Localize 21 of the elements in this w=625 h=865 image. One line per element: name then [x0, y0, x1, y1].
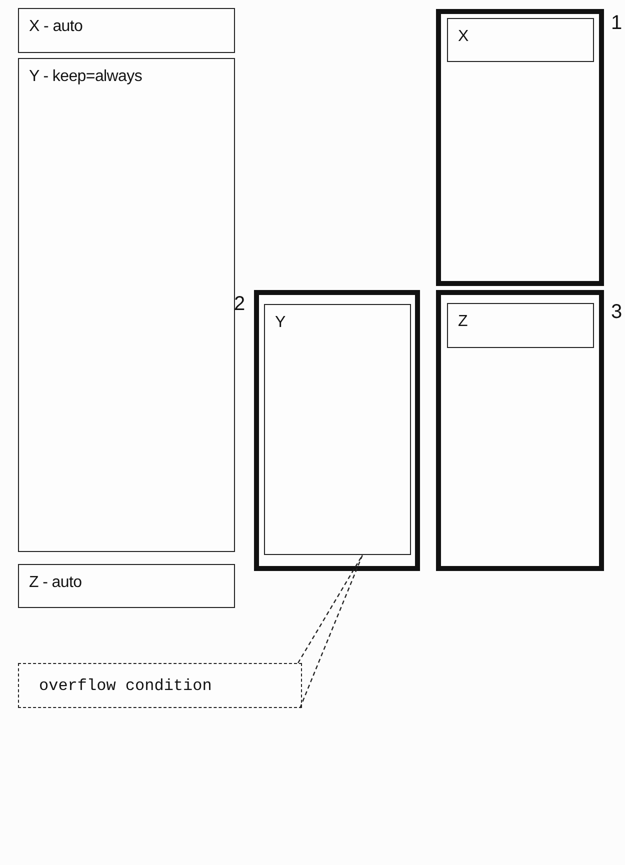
page-number: 2: [234, 293, 246, 315]
callout-text: overflow condition: [39, 676, 213, 696]
box-label: Z: [458, 312, 468, 332]
box-label: Y - keep=always: [29, 67, 144, 87]
callout-box: [18, 663, 302, 708]
layout-box: [264, 304, 411, 555]
layout-box: [18, 564, 235, 608]
box-label: Z - auto: [29, 573, 83, 593]
page-number: 3: [611, 301, 622, 323]
box-label: X: [458, 27, 470, 47]
page-frame: [436, 9, 604, 286]
layout-box: [447, 303, 594, 348]
box-label: Y: [275, 313, 286, 333]
layout-box: [447, 18, 594, 62]
box-label: X - auto: [29, 17, 84, 37]
layout-box: [18, 8, 235, 53]
layout-box: [18, 58, 235, 552]
page-frame: [254, 290, 420, 571]
page-frame: [436, 290, 604, 571]
page-number: 1: [611, 12, 622, 34]
leader-line: [297, 554, 364, 709]
